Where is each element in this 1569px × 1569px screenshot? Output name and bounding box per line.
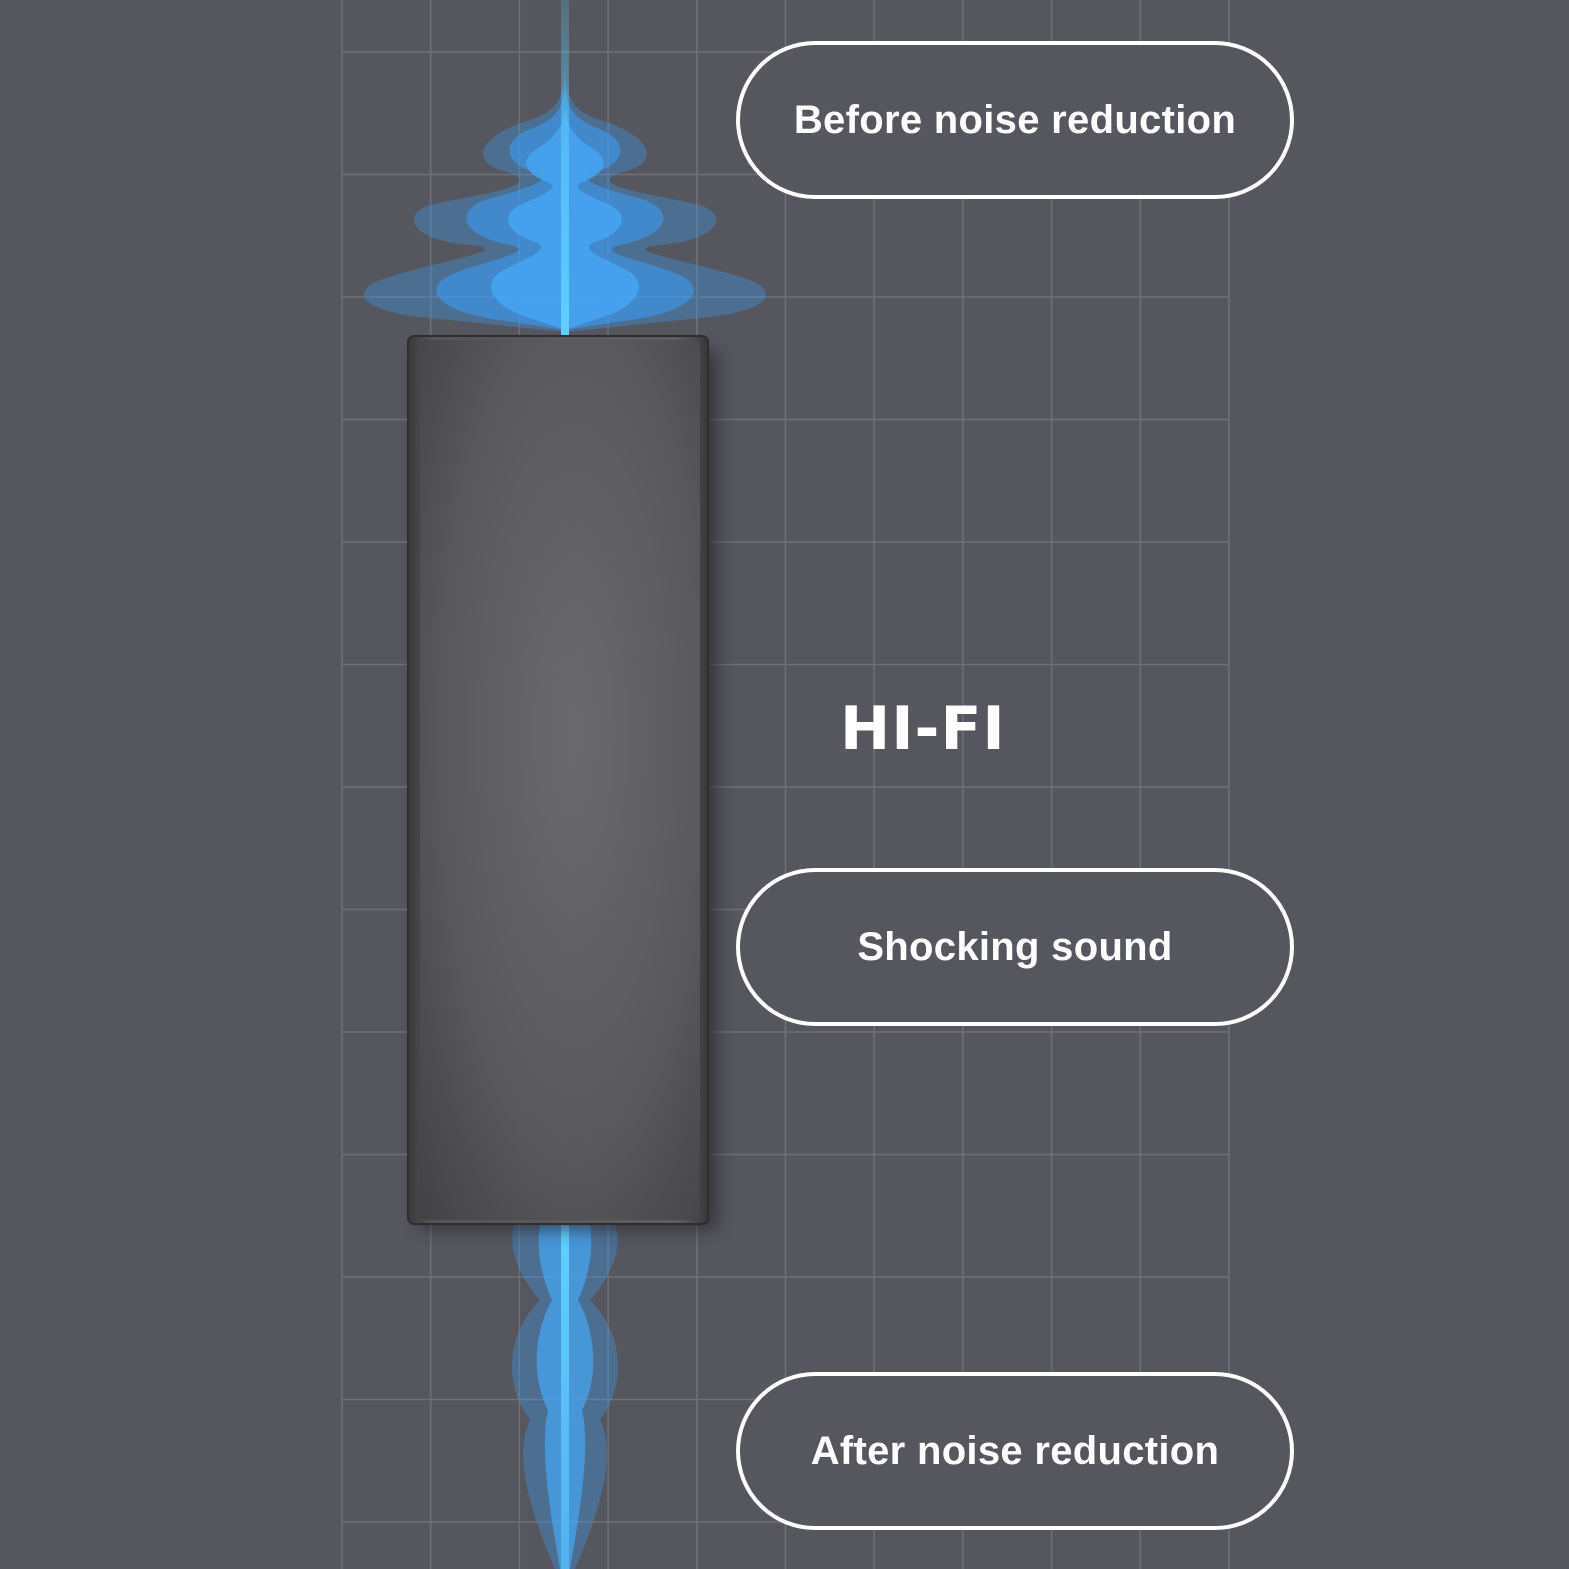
before-noise-reduction-label: Before noise reduction [736, 41, 1294, 199]
shocking-sound-label: Shocking sound [736, 868, 1294, 1026]
sound-wave-icon [364, 0, 766, 336]
after-noise-reduction-label: After noise reduction [736, 1372, 1294, 1530]
sound-wave-icon [511, 1220, 619, 1569]
after-label-text: After noise reduction [810, 1428, 1220, 1473]
before-label-text: Before noise reduction [793, 97, 1237, 142]
middle-label-text: Shocking sound [857, 924, 1173, 969]
in-line-microphone-icon [407, 335, 718, 1230]
hifi-label: HI-FI [840, 694, 1006, 764]
